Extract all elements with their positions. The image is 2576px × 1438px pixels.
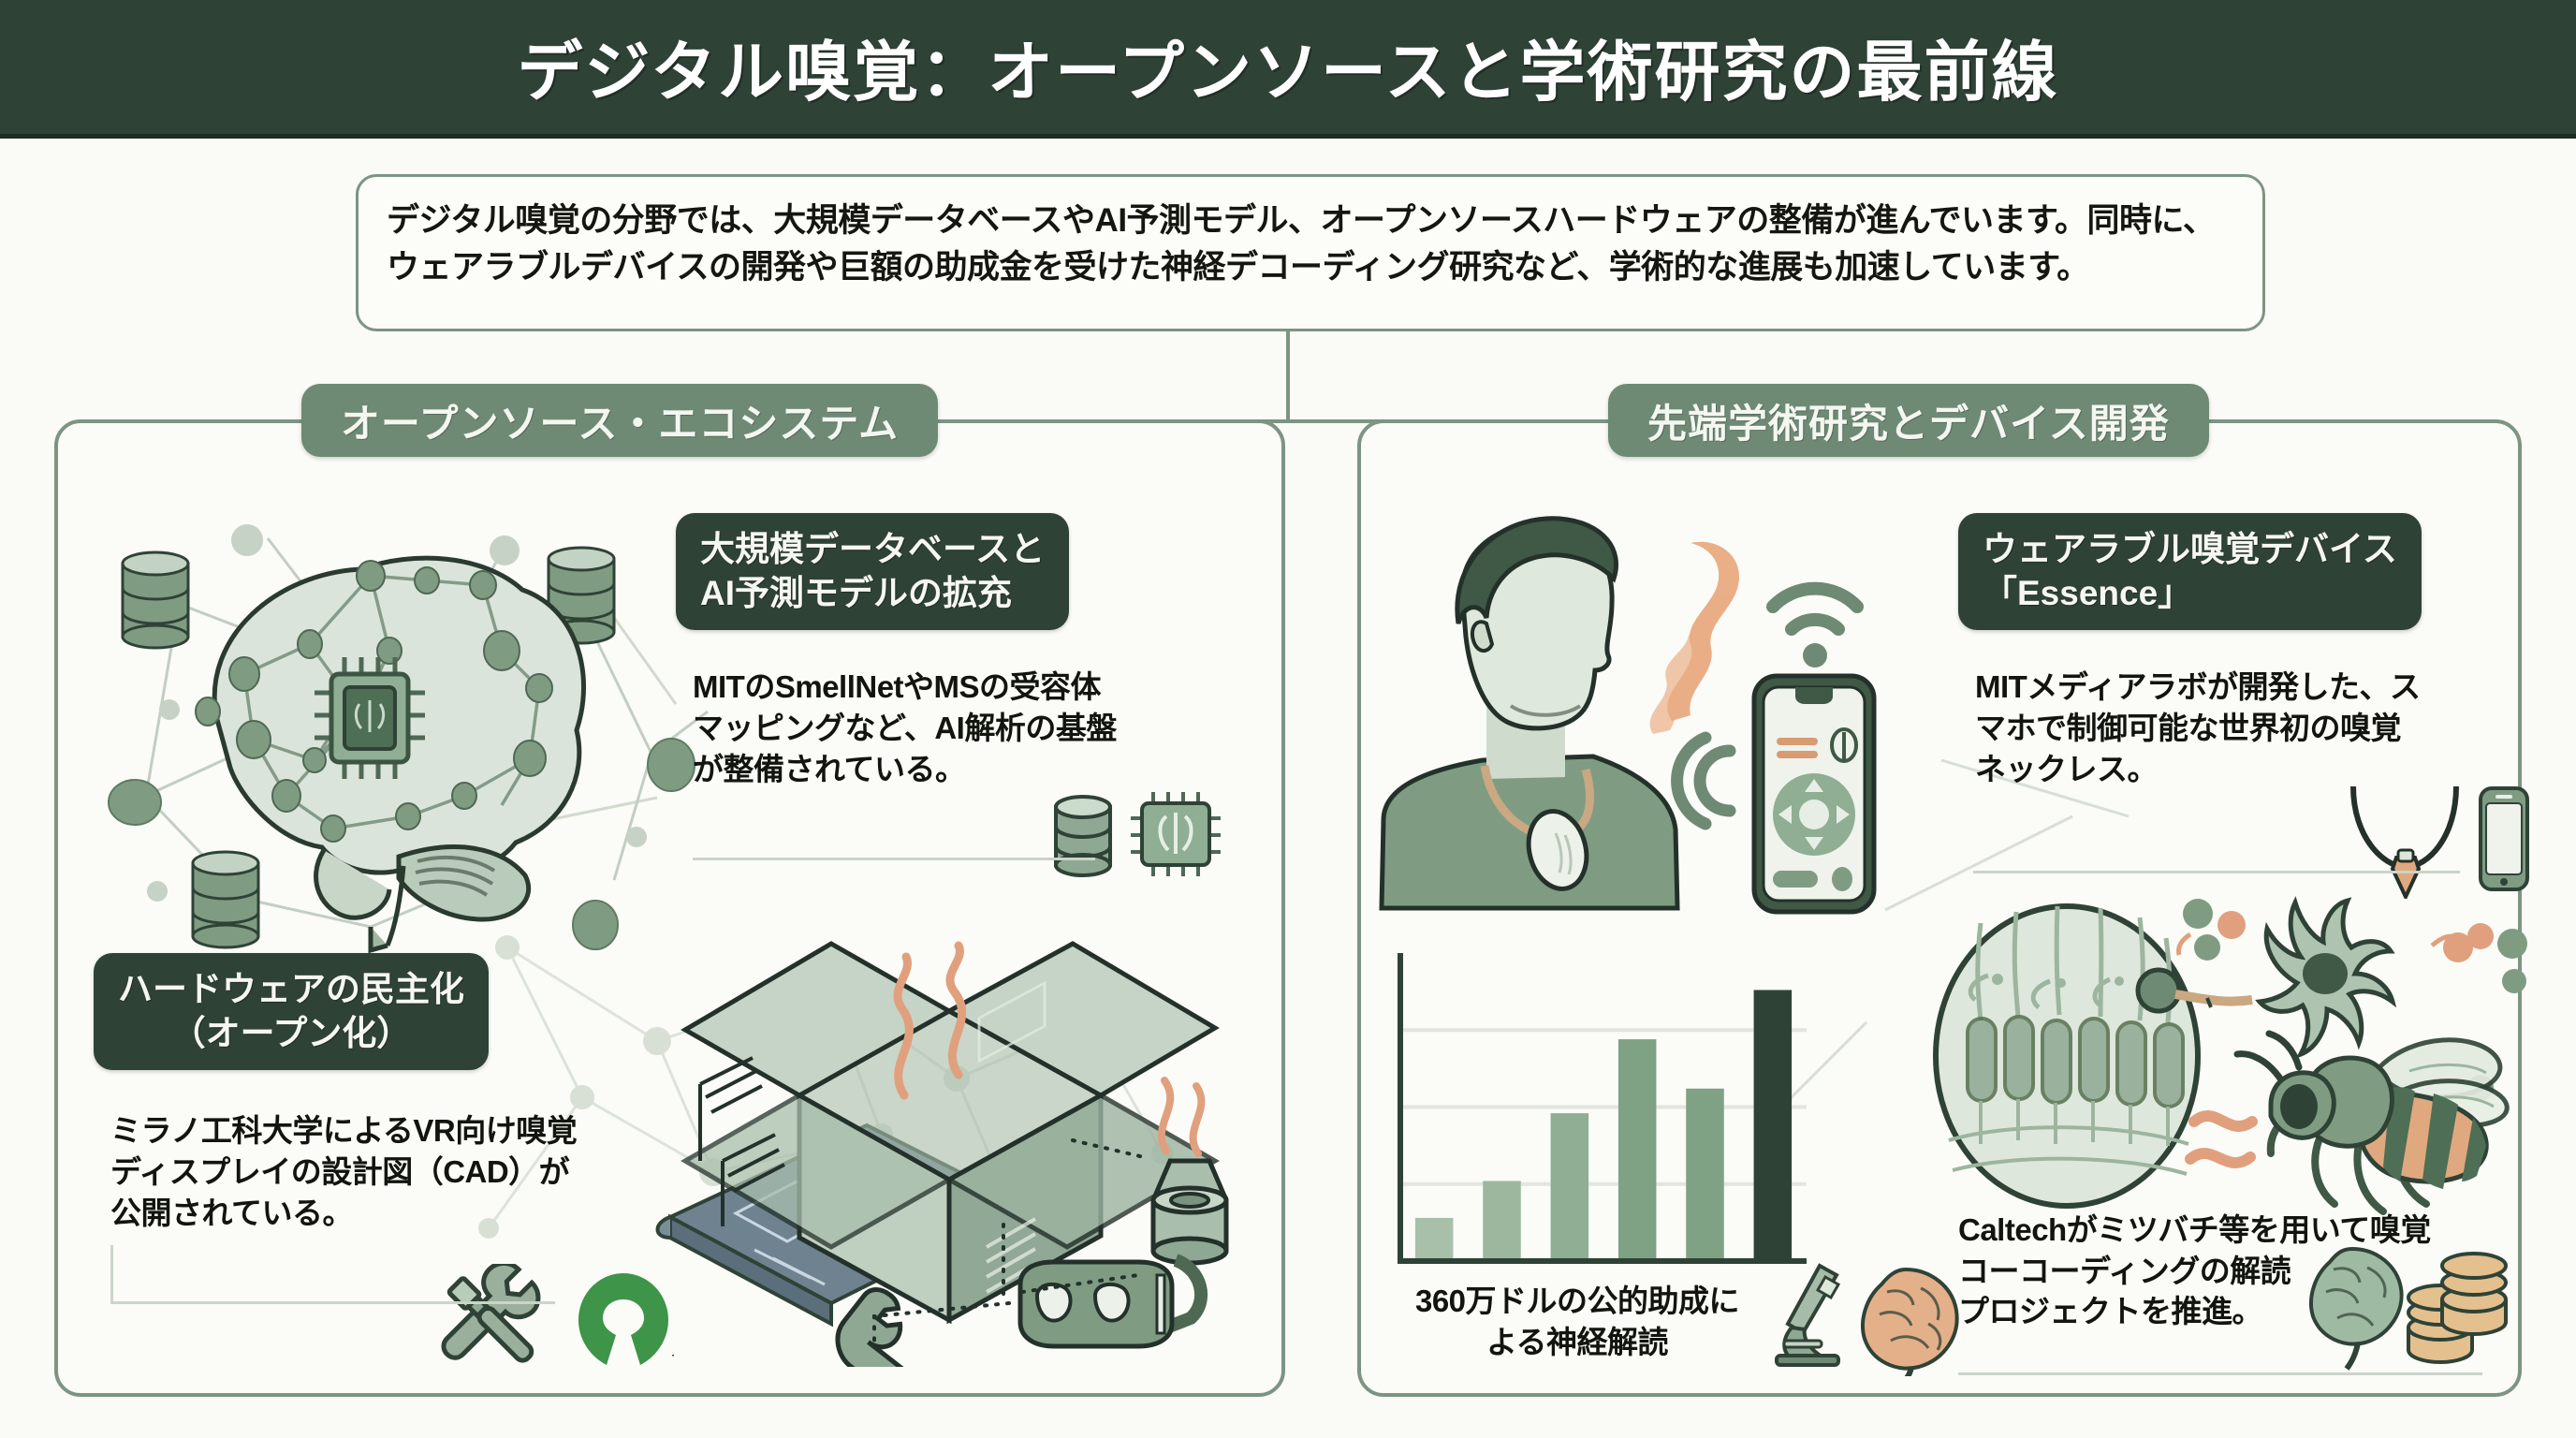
wifi-icon [1766, 581, 1864, 636]
vr-headset-icon [1017, 1254, 1208, 1349]
chart-bar [1686, 1088, 1724, 1261]
open-source-icon: TM [578, 1273, 690, 1366]
label-grant-neural: 360万ドルの公的助成に よる神経解読 [1395, 1281, 1760, 1362]
card-body-line1: MITのSmellNetやMSの受容体 [693, 669, 1102, 704]
svg-text:TM: TM [672, 1352, 674, 1366]
neuron-icon [2255, 896, 2397, 1059]
card-title-line2: 「Essence」 [1983, 573, 2193, 612]
card-body-hardware-open: ミラノ工科大学によるVR向け嗅覚 ディスプレイの設計図（CAD）が 公開されてい… [110, 1110, 578, 1235]
electrode-array-icon [1933, 903, 2201, 1209]
grant-bar-chart [1376, 936, 1816, 1287]
database-and-chip-icons [1048, 786, 1226, 889]
divider-rule-wearable [1973, 871, 2460, 873]
card-body-line1: ミラノ工科大学によるVR向け嗅覚 [110, 1113, 578, 1148]
chart-bar [1617, 1039, 1657, 1261]
card-title-line1: ハードウェアの民主化 [118, 970, 464, 1008]
chart-bar [1753, 990, 1793, 1261]
database-icon [1054, 795, 1112, 877]
card-body-line2: ディスプレイの設計図（CAD）が [110, 1154, 570, 1190]
card-body-line3: が整備されている。 [693, 752, 966, 787]
connector-stem-vertical [1286, 331, 1290, 421]
section-header-open-source: オープンソース・エコシステム [301, 384, 939, 457]
chart-axes [1398, 953, 1807, 1264]
microscope-icon [1775, 1263, 1841, 1367]
brain-icon [2309, 1246, 2404, 1371]
intro-box: デジタル嗅覚の分野では、大規模データベースやAI予測モデル、オープンソースハード… [356, 174, 2265, 331]
divider-rule-caltech [1958, 1372, 2482, 1375]
page-title: デジタル嗅覚：オープンソースと学術研究の最前線 [517, 36, 2059, 109]
wearable-user-illustration [1372, 506, 1971, 927]
section-header-right-label: 先端学術研究とデバイス開発 [1647, 401, 2170, 446]
cpu-chip-icon [315, 657, 425, 779]
chart-bar [1414, 1217, 1454, 1261]
chart-bar [1550, 1113, 1589, 1261]
scent-wisp [893, 941, 967, 1100]
brain-chip-icon [1131, 792, 1221, 876]
open-hardware-box-illustration [633, 880, 1325, 1424]
divider-rule-database [693, 858, 1095, 860]
label-line1: Caltechがミツバチ等を用いて嗅覚 [1958, 1212, 2431, 1247]
card-title-line1: 大規模データベースと [700, 530, 1046, 568]
card-body-line2: マホで制御可能な世界初の嗅覚 [1975, 711, 2401, 746]
divider-rule-hardware-vertical [110, 1245, 113, 1303]
card-body-line3: 公開されている。 [110, 1196, 354, 1231]
section-header-left-label: オープンソース・エコシステム [341, 401, 900, 446]
coins-icon [2407, 1252, 2508, 1364]
card-title-line2: AI予測モデルの拡充 [700, 573, 1012, 612]
card-title-line2: （オープン化） [170, 1013, 412, 1052]
page-header: デジタル嗅覚：オープンソースと学術研究の最前線 [0, 0, 2576, 139]
card-body-line3: ネックレス。 [1975, 752, 2158, 787]
card-body-wearable-essence: MITメディアラボが開発した、ス マホで制御可能な世界初の嗅覚 ネックレス。 [1975, 667, 2421, 791]
tools-icon [441, 1260, 541, 1363]
chart-bar [1483, 1181, 1521, 1261]
divider-rule-hardware [110, 1301, 555, 1304]
bee-icon [2233, 1030, 2510, 1215]
brain-network-illustration [90, 487, 736, 955]
label-line1: 360万ドルの公的助成に [1414, 1284, 1740, 1318]
card-title-line1: ウェアラブル嗅覚デバイス [1983, 530, 2397, 568]
label-caltech-bee: Caltechがミツバチ等を用いて嗅覚 コーコーディングの解読 プロジェクトを推… [1958, 1210, 2431, 1332]
card-title-wearable-essence: ウェアラブル嗅覚デバイス 「Essence」 [1958, 513, 2422, 631]
brain-and-coins-icons [2307, 1245, 2509, 1376]
bee-neuron-illustration [1926, 889, 2535, 1231]
necklace-icon [2350, 785, 2459, 902]
intro-text: デジタル嗅覚の分野では、大規模データベースやAI予測モデル、オープンソースハード… [387, 202, 2216, 286]
section-header-academic: 先端学術研究とデバイス開発 [1608, 384, 2209, 457]
label-line3: プロジェクトを推進。 [1958, 1294, 2262, 1329]
label-line2: よる神経解読 [1486, 1324, 1669, 1359]
tools-and-opensource-icons: TM [440, 1260, 690, 1386]
smartphone-control-icon [1751, 673, 1877, 915]
signal-arcs-icon [1671, 731, 1736, 830]
pendant-device [1526, 809, 1589, 891]
card-body-database-ai: MITのSmellNetやMSの受容体 マッピングなど、AI解析の基盤 が整備さ… [693, 667, 1117, 791]
scent-plume [1649, 541, 1739, 734]
microscope-and-brain-icons [1769, 1262, 1966, 1387]
card-body-line1: MITメディアラボが開発した、ス [1975, 669, 2421, 704]
person-hair [1455, 516, 1618, 624]
card-title-hardware-open: ハードウェアの民主化 （オープン化） [94, 953, 489, 1071]
scent-diffuser-icon [1150, 1158, 1229, 1266]
necklace-and-phone-icons [2340, 777, 2537, 902]
smartphone-icon [2479, 786, 2529, 891]
database-cylinder [121, 546, 616, 949]
card-title-database-ai: 大規模データベースと AI予測モデルの拡充 [676, 513, 1070, 631]
label-line2: コーコーディングの解読 [1958, 1253, 2291, 1288]
card-body-line2: マッピングなど、AI解析の基盤 [693, 711, 1117, 746]
brain-icon [1861, 1267, 1959, 1387]
